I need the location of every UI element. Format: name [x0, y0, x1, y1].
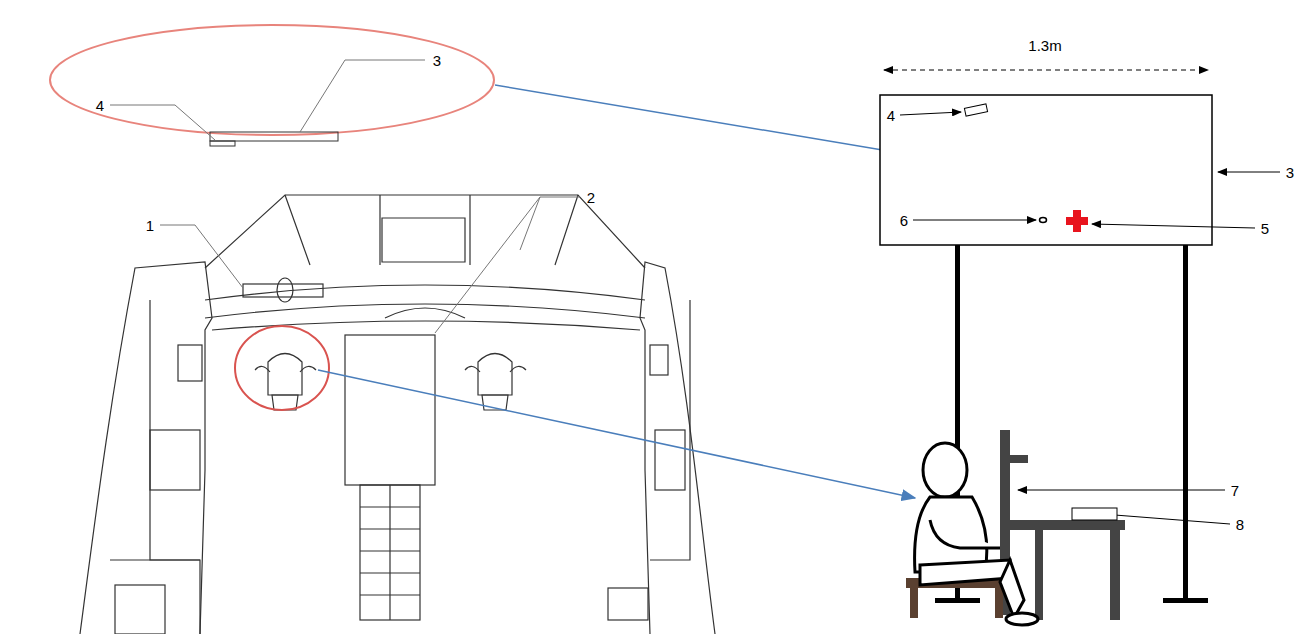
callout-number: 4 — [96, 98, 104, 113]
callout-number: 5 — [1261, 221, 1269, 236]
callout-number: 2 — [587, 190, 595, 205]
callout-number: 8 — [1236, 517, 1244, 532]
callout-number: 3 — [1286, 165, 1294, 180]
callout-number: 1 — [146, 218, 154, 233]
callout-number: 7 — [1231, 483, 1239, 498]
dimension-label: 1.3m — [1028, 38, 1061, 53]
callout-number: 3 — [433, 53, 441, 68]
callout-number: 6 — [900, 213, 908, 228]
callout-number: 4 — [887, 108, 895, 123]
